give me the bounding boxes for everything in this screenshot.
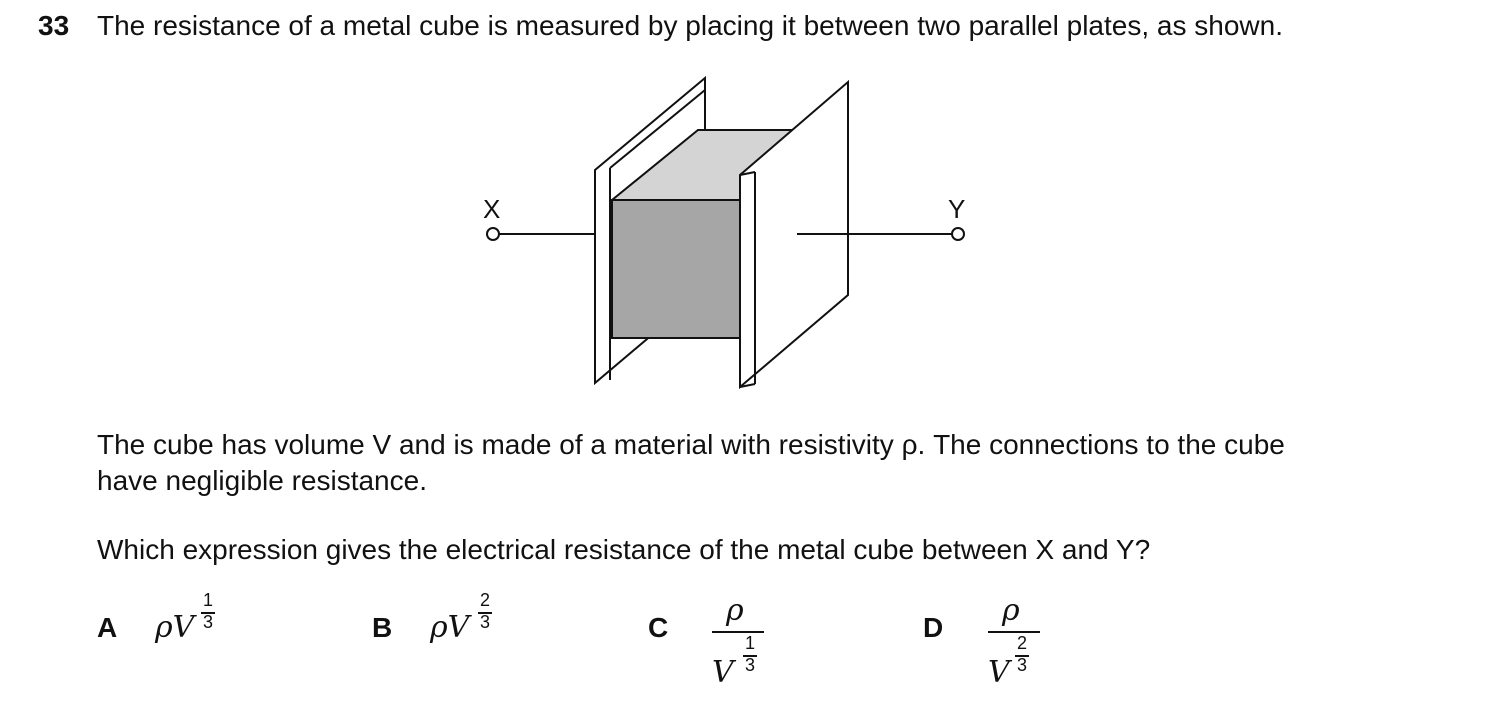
option-c-exp-den: 3 — [744, 655, 755, 675]
question-text: The resistance of a metal cube is measur… — [97, 10, 1283, 41]
option-b-base: ρV — [430, 610, 470, 645]
option-b-exp-den: 3 — [479, 612, 490, 632]
front-plate-bottom — [739, 383, 756, 388]
option-d-numerator: ρ — [1002, 593, 1020, 628]
option-a-exp-num: 1 — [202, 590, 213, 610]
front-plate-top — [739, 171, 756, 176]
description-line-1: The cube has volume V and is made of a m… — [97, 429, 1285, 460]
option-c-letter[interactable]: C — [648, 612, 669, 643]
option-b-exp-num: 2 — [479, 590, 490, 610]
back-plate-edge — [609, 89, 706, 169]
label-x: X — [483, 194, 500, 224]
option-d-fraction-bar — [988, 631, 1040, 633]
option-d-exp-den: 3 — [1016, 655, 1027, 675]
option-c-denominator: V — [712, 655, 734, 690]
option-a-exp-den: 3 — [202, 612, 213, 632]
question-prompt: Which expression gives the electrical re… — [97, 534, 1151, 565]
question-number: 33 — [38, 10, 70, 41]
label-y: Y — [948, 194, 965, 224]
option-c-exp-num: 1 — [744, 633, 755, 653]
option-d-letter[interactable]: D — [923, 612, 944, 643]
option-b-letter[interactable]: B — [372, 612, 393, 643]
option-a-letter[interactable]: A — [97, 612, 118, 643]
option-b-exp-bar — [478, 612, 492, 614]
option-d-denominator: V — [988, 655, 1010, 690]
description-paragraph: The cube has volume V and is made of a m… — [97, 427, 1437, 499]
option-c-numerator: ρ — [726, 593, 744, 628]
description-line-2: have negligible resistance. — [97, 465, 427, 496]
front-plate — [739, 79, 849, 390]
option-c-exp-bar — [743, 655, 757, 657]
option-a-base: ρV — [155, 610, 195, 645]
terminal-x — [486, 227, 500, 241]
option-c-fraction-bar — [712, 631, 764, 633]
option-a-exp-bar — [201, 612, 215, 614]
cube-front-face — [611, 199, 741, 339]
option-d-exp-num: 2 — [1016, 633, 1027, 653]
option-d-exp-bar — [1015, 655, 1029, 657]
terminal-y — [951, 227, 965, 241]
